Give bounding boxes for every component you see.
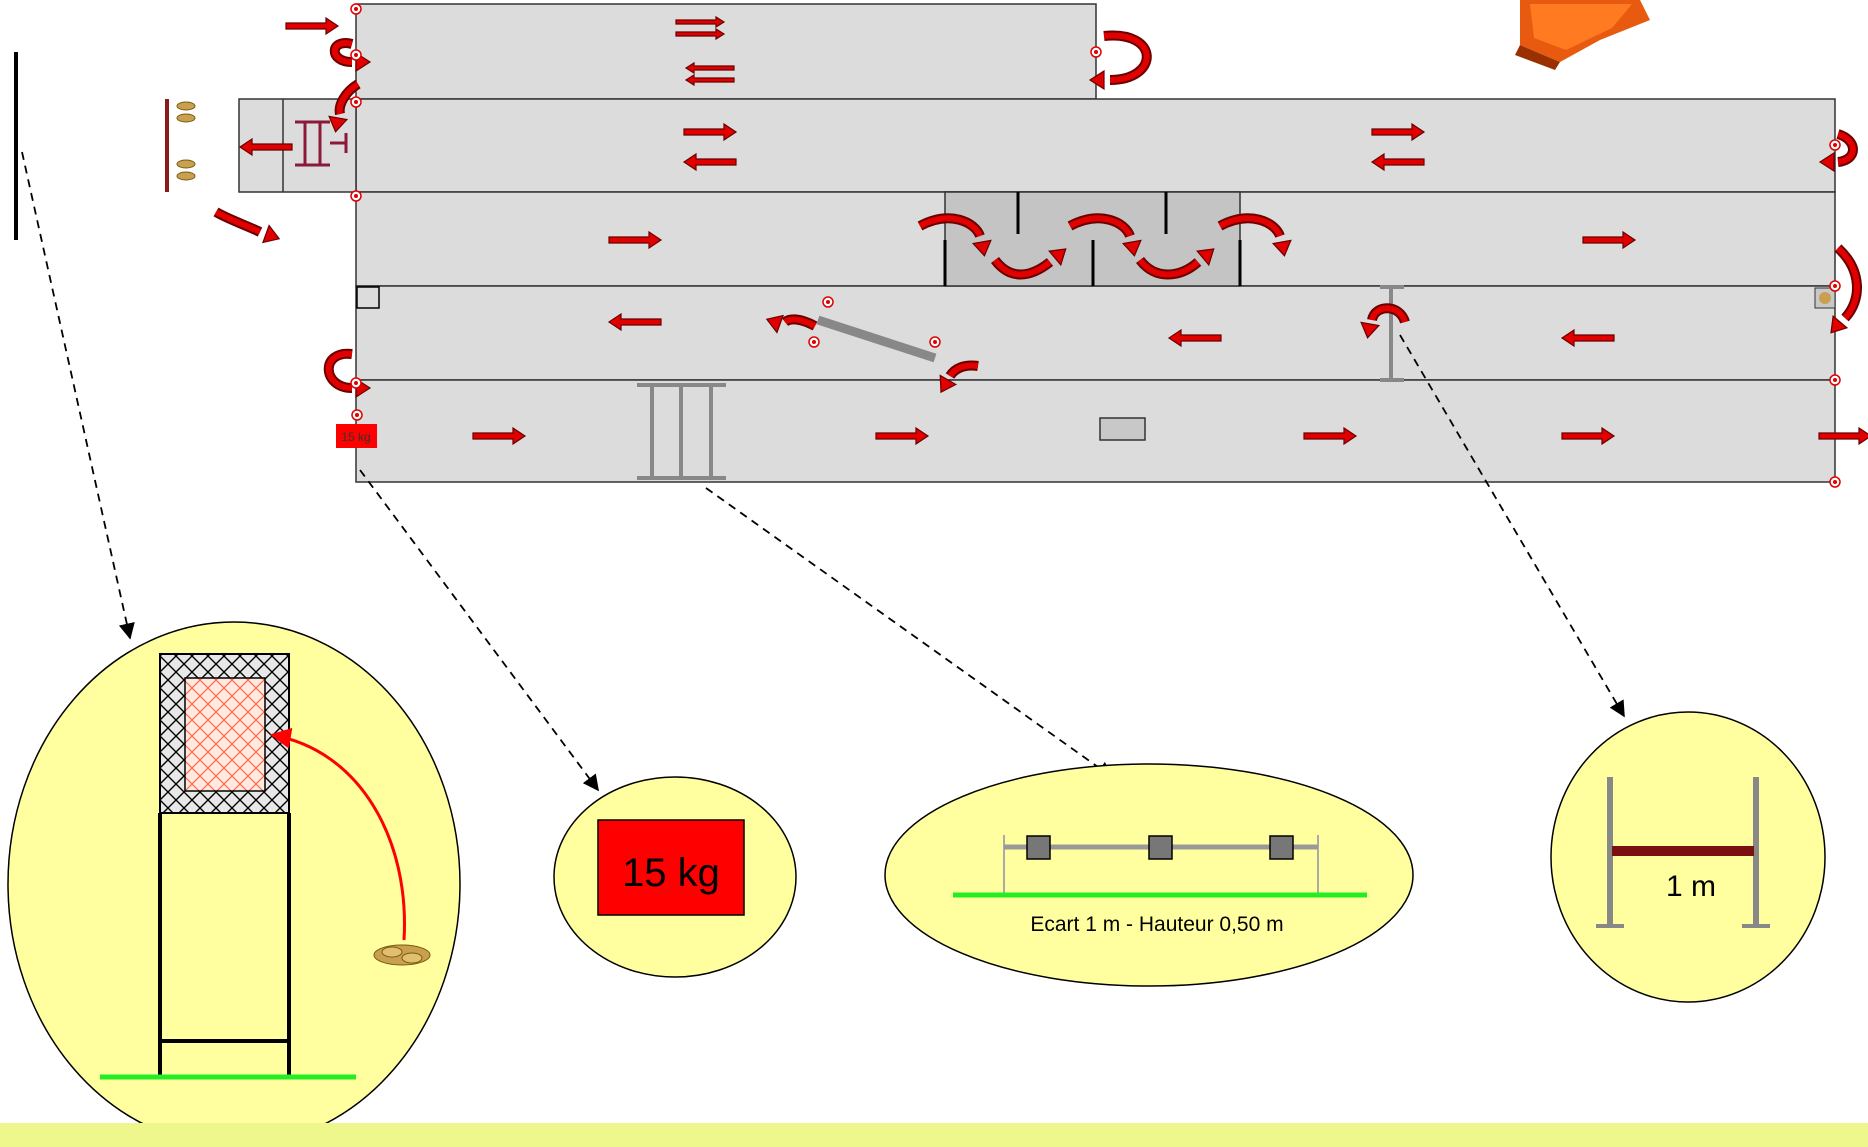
u-turn-arrow-icon <box>765 314 818 334</box>
leader-lines <box>21 151 1625 792</box>
cone-marker-icon <box>822 296 834 308</box>
bar-width-label: 1 m <box>1666 870 1716 903</box>
wall-detail-zoom <box>7 621 461 1147</box>
rope-coil-icon <box>176 101 196 181</box>
cone-marker-icon <box>350 3 362 15</box>
red-arrow-icon <box>1371 122 1426 142</box>
red-arrow-icon <box>607 312 662 332</box>
red-arrow-icon <box>675 15 726 29</box>
lane-5 <box>355 379 1836 483</box>
red-arrow-icon <box>1582 230 1637 250</box>
u-turn-arrow-icon <box>1360 303 1410 339</box>
cone-marker-icon <box>350 96 362 108</box>
lane-1 <box>355 3 1097 100</box>
cone-marker-icon <box>1829 280 1841 292</box>
u-turn-arrow-icon <box>917 213 992 257</box>
red-arrow-icon <box>683 122 738 142</box>
hurdles-icon <box>637 383 726 480</box>
u-turn-arrow-icon <box>991 248 1067 280</box>
red-arrow-icon <box>875 426 930 446</box>
red-arrow-icon <box>608 230 663 250</box>
u-turn-arrow-icon <box>939 360 979 394</box>
direction-arrows <box>238 15 1868 446</box>
weight-detail-zoom: 15 kg <box>553 776 797 978</box>
red-arrow-icon <box>472 426 527 446</box>
lane-2 <box>355 98 1836 193</box>
u-turn-arrow-icon <box>1217 213 1292 257</box>
u-turn-arrow-icon <box>1088 30 1152 91</box>
u-turn-arrow-icon <box>1818 129 1858 173</box>
cone-marker-icon <box>1829 374 1841 386</box>
red-arrow-icon <box>1561 426 1616 446</box>
mat-box <box>1099 417 1146 441</box>
cone-marker-icon <box>1829 139 1841 151</box>
weight-detail-label: 15 kg <box>622 851 720 895</box>
u-turn-arrow-icon <box>328 79 361 133</box>
u-turn-arrow-icon <box>323 348 372 399</box>
hurdles-detail-zoom: Ecart 1 m - Hauteur 0,50 m <box>884 763 1414 987</box>
red-arrow-icon <box>1303 426 1358 446</box>
cone-marker-icon <box>1090 46 1102 58</box>
u-turn-arrow-icon <box>213 207 281 244</box>
red-arrow-icon <box>238 137 293 157</box>
u-turn-arrow-icon <box>329 38 372 73</box>
hurdles-caption: Ecart 1 m - Hauteur 0,50 m <box>1030 913 1283 936</box>
red-arrow-icon <box>1818 426 1868 446</box>
cone-marker-icon <box>1829 476 1841 488</box>
cone-marker-icon <box>350 49 362 61</box>
cone-markers <box>350 3 1841 488</box>
red-arrow-icon <box>1167 328 1222 348</box>
u-turn-arrows <box>213 30 1862 399</box>
table-icon <box>295 120 348 167</box>
red-arrow-icon <box>285 16 340 36</box>
balance-beam <box>816 315 937 363</box>
crawl-zone <box>943 191 1242 287</box>
red-arrow-icon <box>684 61 735 75</box>
weight-tag-box <box>336 424 377 448</box>
u-turn-arrow-icon <box>1136 248 1215 280</box>
cone-marker-icon <box>929 336 941 348</box>
cone-marker-icon <box>351 409 363 421</box>
bar-detail-zoom: 1 m <box>1550 711 1826 1003</box>
red-arrow-icon <box>675 27 726 41</box>
bar-icon <box>1380 285 1404 382</box>
red-arrow-icon <box>1560 328 1615 348</box>
cone-marker-icon <box>350 190 362 202</box>
red-arrow-icon <box>684 73 735 87</box>
logo-icon <box>1515 0 1650 70</box>
u-turn-arrow-icon <box>1830 244 1862 334</box>
rope-coil-icon <box>373 944 431 966</box>
weight-tag-label: 15 kg <box>341 430 370 444</box>
red-arrow-icon <box>1370 152 1425 172</box>
lane-4 <box>355 285 1836 381</box>
red-arrow-icon <box>682 152 737 172</box>
footer-bar <box>0 1123 1868 1147</box>
cone-marker-icon <box>808 336 820 348</box>
cone-marker-icon <box>350 377 362 389</box>
u-turn-arrow-icon <box>1067 213 1142 257</box>
rope-icon <box>1814 287 1836 309</box>
corner-box <box>356 286 380 309</box>
